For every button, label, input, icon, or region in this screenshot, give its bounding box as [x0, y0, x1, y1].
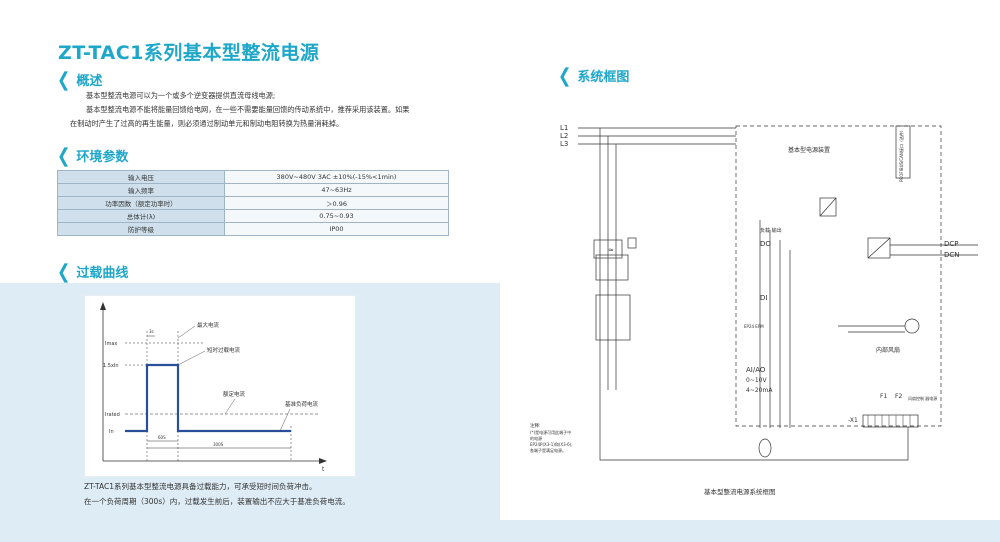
rated-current-leader [224, 398, 236, 415]
time-short-label: 60S [158, 435, 166, 440]
time-top-label: 3s [149, 329, 154, 334]
f1-label: F1 [880, 393, 887, 400]
base-load-label: 基准负荷电流 [285, 400, 319, 408]
chevron-left-icon: ❮ [57, 260, 71, 283]
rectifier-slash [819, 197, 837, 217]
overload-current-line [125, 363, 291, 433]
table-row: 总体计(λ)0.75~0.93 [57, 209, 449, 223]
overload-text1: ZT-TAC1系列基本型整流电源具备过载能力，可承受短时间负荷冲击。 [84, 482, 317, 491]
env-value: IP00 [224, 222, 449, 236]
breaker-box [593, 239, 623, 259]
fan-ctrl-label: 风扇控制 器电源 [908, 395, 937, 401]
dc-converter-box [867, 237, 891, 259]
overload-text2: 在一个负荷周期（300s）内，过载发生前后，装置输出不应大于基准负荷电流。 [84, 497, 350, 506]
device-label: 基本型电源装置 [788, 146, 830, 154]
do-small-label: 负载 输出 [760, 227, 782, 234]
t-axis-label: t [322, 466, 325, 473]
note-title: 注释: [530, 422, 541, 429]
env-key: 功率因数（额定功率时） [57, 196, 225, 210]
overview-heading-label: 概述 [76, 74, 103, 89]
env-value: 0.75~0.93 [224, 209, 449, 223]
base-load-leader [279, 408, 291, 432]
dcp-label: DCP [944, 240, 959, 248]
irated-label: Irated [105, 412, 120, 418]
env-value: 47~63Hz [224, 183, 449, 197]
env-heading: ❮ 环境参数 [57, 144, 129, 167]
short-overload-label: 短时过载电流 [207, 346, 241, 354]
l3-label: L3 [560, 140, 568, 148]
cable-ellipse [758, 438, 772, 458]
ma-label: 4~20mA [746, 387, 773, 394]
overview-line1: 基本型整流电源可以为一个或多个逆变器提供直流母线电源; [86, 91, 276, 100]
overload-heading-label: 过载曲线 [76, 266, 129, 281]
note-line2: 的电源 [530, 435, 542, 441]
note-line3: EP24P(X3-1)和(X3-6), [530, 441, 573, 447]
x-axis-arrow [319, 458, 327, 464]
page-title: ZT-TAC1系列基本型整流电源 [58, 42, 320, 64]
v-label: 0~10V [746, 377, 767, 384]
env-key: 防护等级 [57, 222, 225, 236]
env-heading-label: 环境参数 [76, 150, 129, 165]
chevron-left-icon: ❮ [57, 144, 71, 167]
contactor-box [627, 237, 637, 249]
env-value: 380V~480V 3AC ±10%(-15%<1min) [224, 170, 449, 184]
l2-label: L2 [560, 132, 568, 140]
ep-label: EP24 EPM [744, 324, 764, 329]
diagram-caption: 基本型整流电源系统框图 [704, 487, 776, 496]
env-key: 总体计(λ) [57, 209, 225, 223]
env-key: 输入频率 [57, 183, 225, 197]
l1-label: L1 [560, 124, 568, 132]
f2-label: F2 [895, 393, 902, 400]
x1-label: -X1 [848, 417, 858, 424]
max-current-leader [177, 325, 196, 339]
overload-heading: ❮ 过载曲线 [57, 260, 129, 283]
overload-curve: 3s 60S 300S Imax 1.5xIn Irated In t 最大电流… [84, 295, 356, 477]
i15-label: 1.5xIn [103, 363, 119, 369]
chevron-left-icon: ❮ [558, 64, 572, 87]
short-overload-leader [177, 350, 206, 366]
aiao-label: AI/AO [746, 366, 766, 374]
dcn-label: DCN [944, 251, 960, 259]
rated-current-label: 额定电流 [223, 390, 246, 398]
profibus-box [895, 125, 911, 179]
env-key: 输入电压 [57, 170, 225, 184]
max-current-label: 最大电流 [197, 321, 220, 329]
filter-box [595, 254, 629, 281]
env-value: ＞0.96 [224, 196, 449, 210]
system-diagram: ≈ L1 L2 L3 基本型电源装置 PROFIBUS/CAN接口（选件） 负载… [508, 90, 978, 520]
overview-line2: 基本型整流电源不能将能量回馈给电网，在一些不需要能量回馈的传动系统中，推荐采用该… [86, 105, 410, 114]
y-axis-arrow [100, 302, 106, 310]
diagram-card [500, 0, 1000, 520]
note-line1: (*)是电源可用此端子中 [530, 429, 571, 435]
imax-label: Imax [105, 341, 117, 347]
in-label: In [109, 429, 114, 435]
fan-label: 内部风扇 [876, 346, 900, 354]
rectifier-box [819, 197, 837, 217]
overview-line3: 在制动时产生了过高的再生能量，则必须通过制动单元和制动电阻转换为热量消耗掉。 [70, 119, 344, 128]
chevron-left-icon: ❮ [57, 68, 71, 91]
di-label: DI [760, 294, 767, 302]
system-heading: ❮ 系统框图 [558, 64, 630, 87]
system-diagram-svg: ≈ L1 L2 L3 基本型电源装置 PROFIBUS/CAN接口（选件） 负载… [530, 124, 978, 496]
system-heading-label: 系统框图 [577, 70, 630, 85]
converter-slash [867, 237, 891, 259]
bottom-loop [599, 390, 909, 461]
note-line4: 各端子是满足电源。 [530, 447, 566, 453]
filter-symbol: ≈ [608, 246, 614, 254]
overview-heading: ❮ 概述 [57, 68, 103, 91]
do-label: DO [760, 240, 771, 248]
fan-motor-icon [904, 318, 920, 334]
time-long-label: 300S [213, 442, 224, 447]
profibus-label: PROFIBUS/CAN接口（选件） [898, 128, 904, 182]
overload-curve-svg: 3s 60S 300S Imax 1.5xIn Irated In t 最大电流… [100, 302, 327, 473]
terminal-strip [862, 414, 919, 428]
table-row: 功率因数（额定功率时）＞0.96 [57, 196, 449, 210]
reactor-box [595, 294, 631, 341]
